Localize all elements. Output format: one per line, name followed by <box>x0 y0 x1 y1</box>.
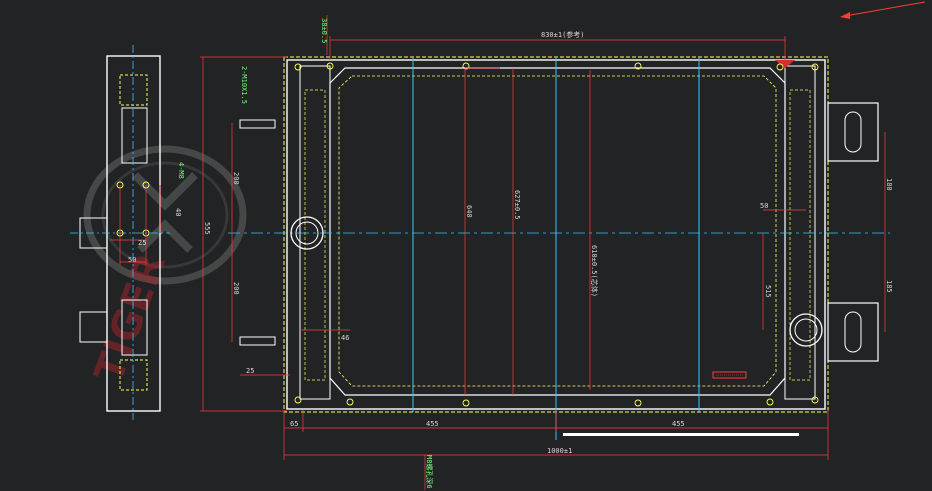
dim-left-small-25: 25 <box>246 367 254 375</box>
brand-logo-watermark <box>83 145 247 285</box>
dim-lower-46: 46 <box>341 334 349 342</box>
dim-right-515: 515 <box>764 285 772 298</box>
scale-bar <box>563 433 799 436</box>
dim-left-side-pin: 2-M10X1.5 <box>240 66 248 104</box>
leader-arrow <box>840 1 926 19</box>
side-view-label: 4-M8 <box>177 162 185 179</box>
dim-inner-h-left: 640 <box>465 205 473 218</box>
radiator-front-view <box>228 56 890 440</box>
dim-bottom-depth: M8螺孔深6 <box>425 455 434 489</box>
side-view-dim-25: 25 <box>138 239 146 247</box>
dim-right-far-180-top: 180 <box>885 178 893 191</box>
dim-top-offset: 38±0.5 <box>320 18 328 43</box>
dim-bottom-seg-mid: 455 <box>426 420 439 428</box>
bolt-holes <box>294 62 819 407</box>
dim-top-width: 830±1(参考) <box>541 30 585 39</box>
dim-bottom-width: 1000±1 <box>547 447 572 455</box>
side-view-dim-50: 50 <box>128 256 136 264</box>
dim-inner-h-mid: 627±0.5 <box>513 190 521 220</box>
brand-watermark-text: TIGER <box>86 248 175 389</box>
dim-bottom-seg-left: 65 <box>290 420 298 428</box>
dim-inner-h-right: 610±0.5(芯体) <box>590 245 599 297</box>
dim-right-far-180-bottom: 185 <box>885 280 893 293</box>
side-view <box>70 45 170 420</box>
dim-right-50: 50 <box>760 202 768 210</box>
dim-left-up-200: 200 <box>232 172 240 185</box>
dimension-lines <box>200 15 886 490</box>
side-view-dim-40: 40 <box>174 208 182 216</box>
dim-left-height: 555 <box>203 222 211 235</box>
dim-left-down-200: 200 <box>232 282 240 295</box>
dim-bottom-seg-right: 455 <box>672 420 685 428</box>
